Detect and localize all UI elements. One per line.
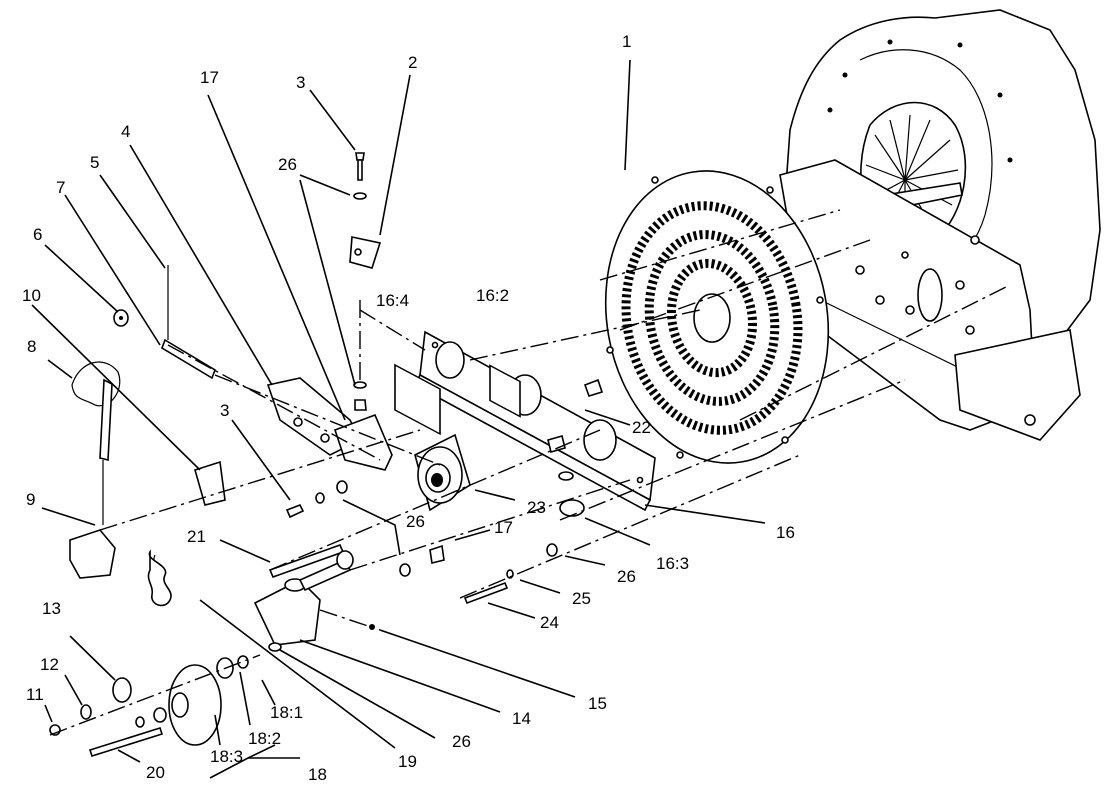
callout-16-4: 16:4 [376,291,409,310]
callout-3a: 3 [296,73,305,92]
callout-7: 7 [56,178,65,197]
decal-16-2 [489,364,521,418]
callout-17b: 17 [494,518,513,537]
hardware [268,378,604,630]
callout-22: 22 [632,418,651,437]
bearing [414,433,471,512]
small-bracket [194,460,226,506]
leader-lines [31,59,766,779]
callout-5: 5 [90,153,99,172]
callout-1: 1 [622,32,631,51]
callout-26b: 26 [406,512,425,531]
assembly-axes [49,209,1011,736]
callout-13: 13 [42,599,61,618]
callout-9: 9 [26,490,35,509]
rod [113,265,216,380]
callout-14: 14 [512,709,531,728]
callout-18-1: 18:1 [270,703,303,722]
callout-3b: 3 [220,401,229,420]
callout-20: 20 [146,763,165,782]
callout-10: 10 [22,286,41,305]
lock-pin [71,361,121,525]
callout-2: 2 [408,53,417,72]
callout-18-3: 18:3 [210,747,243,766]
callout-12: 12 [40,655,59,674]
callout-11: 11 [26,685,44,704]
idler-assembly [49,549,354,757]
callout-19: 19 [398,752,417,771]
callout-labels: 1 2 3 26 17 4 5 7 6 10 8 16:4 16:2 22 3 … [22,32,795,784]
tensioner-arm [266,377,393,471]
callout-4: 4 [121,122,130,141]
callout-26a: 26 [278,155,297,174]
callout-16-3: 16:3 [656,554,689,573]
callout-8: 8 [27,337,36,356]
callout-16-2: 16:2 [476,286,509,305]
blower-housing [779,9,1101,441]
callout-21: 21 [187,527,206,546]
clevis-bracket [69,529,116,579]
callout-15: 15 [588,694,607,713]
mounting-plate [413,330,656,512]
callout-25: 25 [572,589,591,608]
callout-18: 18 [308,765,327,784]
top-bracket [349,152,382,411]
callout-17a: 17 [200,68,219,87]
callout-16: 16 [776,523,795,542]
callout-26d: 26 [452,732,471,751]
decal-16-4 [394,363,441,436]
callout-26c: 26 [617,567,636,586]
callout-24: 24 [540,613,559,632]
callout-18-2: 18:2 [248,729,281,748]
callout-23: 23 [527,498,546,517]
screen-disc [604,170,830,464]
callout-6: 6 [33,225,42,244]
